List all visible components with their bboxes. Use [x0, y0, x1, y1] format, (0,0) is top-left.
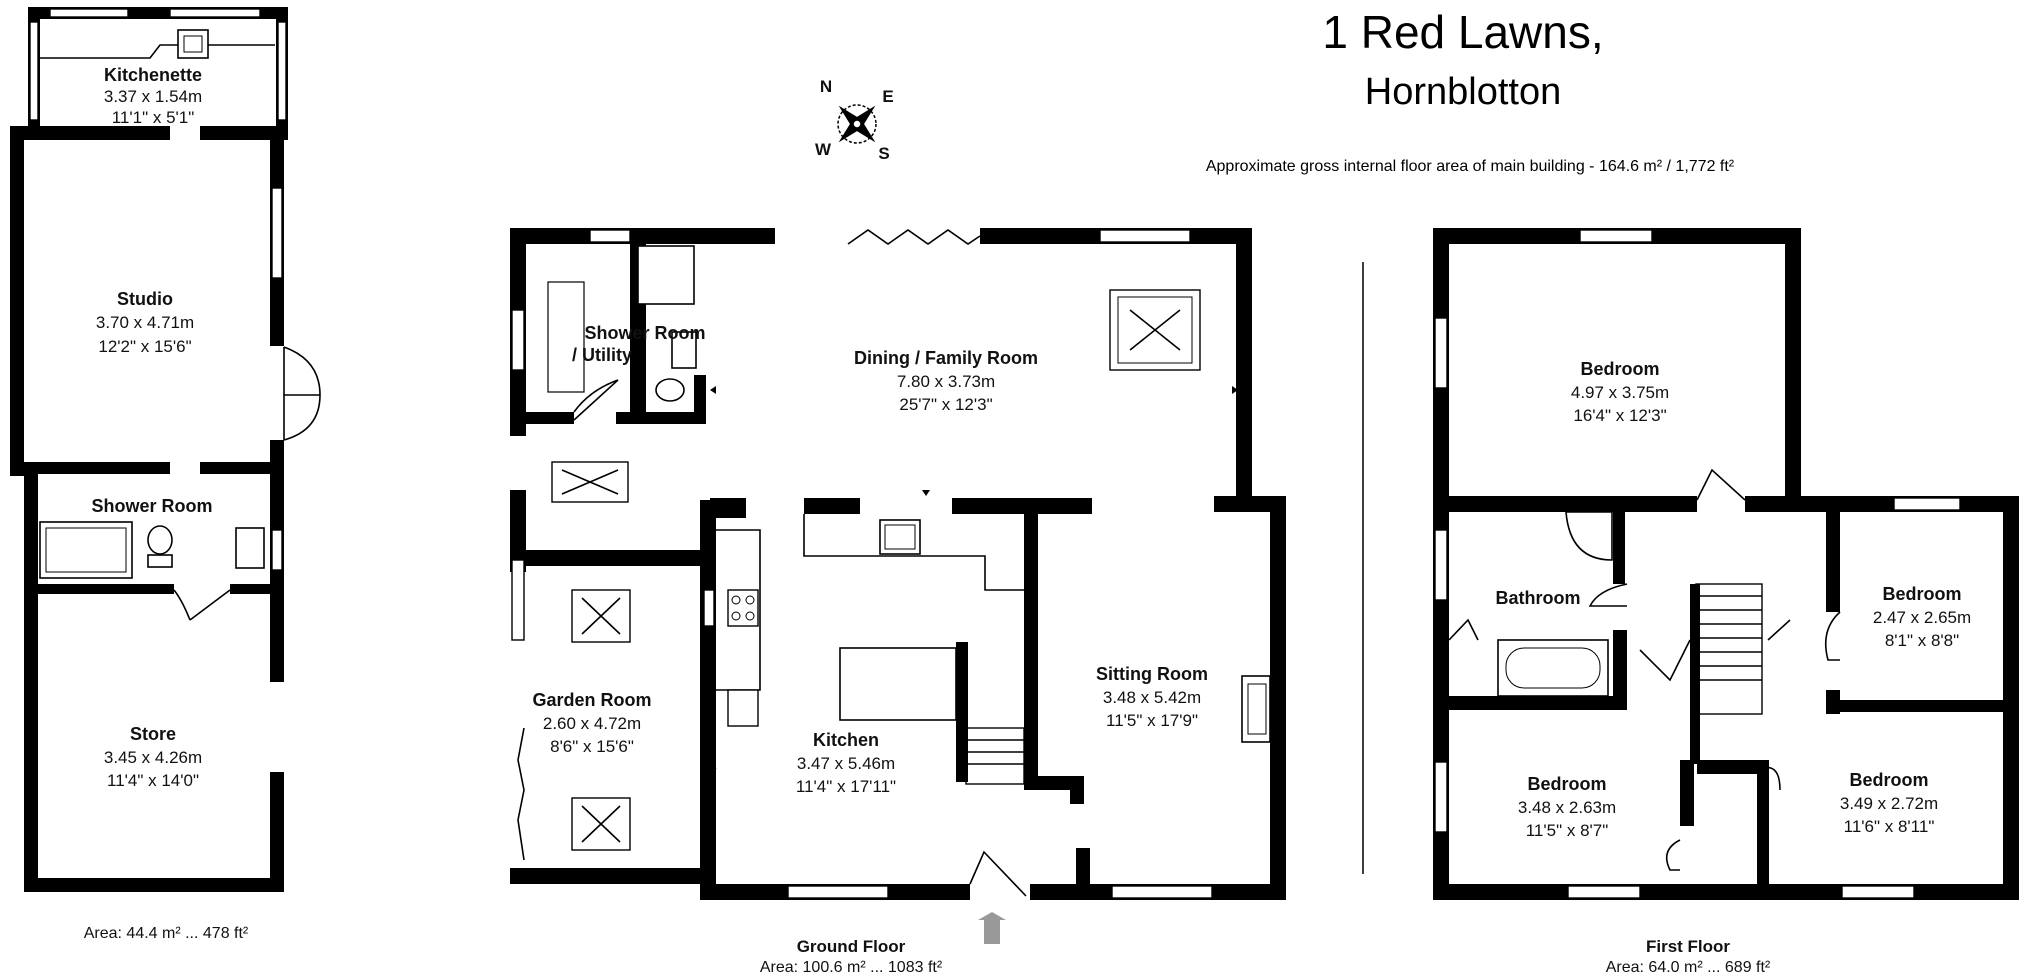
room-bedroom4-imperial: 11'6" x 8'11" — [1844, 817, 1935, 836]
room-bedroom2-metric: 2.47 x 2.65m — [1873, 608, 1971, 627]
room-bedroom1-name: Bedroom — [1580, 359, 1659, 379]
shower-tray-icon — [637, 245, 695, 305]
hob-icon — [727, 589, 759, 627]
room-sitting-imperial: 11'5" x 17'9" — [1106, 711, 1198, 730]
room-gf-shower-name2: / Utility — [572, 345, 632, 365]
room-dining-name: Dining / Family Room — [854, 348, 1038, 368]
title-block: 1 Red Lawns, Hornblotton Approximate gro… — [1206, 6, 1735, 175]
first-floor-label: First Floor — [1646, 937, 1730, 956]
room-bedroom2-name: Bedroom — [1882, 584, 1961, 604]
room-dining-imperial: 25'7" x 12'3" — [899, 395, 992, 414]
kitchen-island — [839, 647, 957, 721]
ground-floor-plan: Shower Room / Utility Dining / Family Ro… — [510, 228, 1286, 976]
compass-icon: N E W S — [815, 77, 894, 163]
room-kitchenette-metric: 3.37 x 1.54m — [104, 87, 202, 106]
room-studio-metric: 3.70 x 4.71m — [96, 313, 194, 332]
ground-floor-label: Ground Floor — [797, 937, 906, 956]
compass-e: E — [882, 87, 893, 106]
room-studio-name: Studio — [117, 289, 173, 309]
room-gf-shower-name: Shower Room — [584, 323, 705, 343]
room-kitchen-metric: 3.47 x 5.46m — [797, 754, 895, 773]
room-store-imperial: 11'4" x 14'0" — [107, 771, 199, 790]
room-sitting-metric: 3.48 x 5.42m — [1103, 688, 1201, 707]
room-bedroom3-metric: 3.48 x 2.63m — [1518, 798, 1616, 817]
room-kitchenette-imperial: 11'1" x 5'1" — [112, 108, 195, 127]
room-bedroom1-metric: 4.97 x 3.75m — [1571, 383, 1669, 402]
room-kitchen-name: Kitchen — [813, 730, 879, 750]
sink-icon — [177, 29, 209, 59]
ff-staircase-icon — [1695, 583, 1763, 715]
room-kitchenette-name: Kitchenette — [104, 65, 202, 85]
ground-floor-area: Area: 100.6 m² ... 1083 ft² — [760, 959, 943, 976]
outbuilding-plan: Kitchenette 3.37 x 1.54m 11'1" x 5'1" St… — [10, 7, 321, 942]
toilet-icon — [147, 525, 173, 555]
room-dining-metric: 7.80 x 3.73m — [897, 372, 995, 391]
gf-toilet-icon — [655, 378, 685, 402]
room-bedroom3-name: Bedroom — [1527, 774, 1606, 794]
room-outbuilding-shower-name: Shower Room — [91, 496, 212, 516]
room-bedroom3-imperial: 11'5" x 8'7" — [1526, 821, 1609, 840]
compass-w: W — [815, 140, 832, 159]
room-sitting-name: Sitting Room — [1096, 664, 1208, 684]
room-bedroom2-imperial: 8'1" x 8'8" — [1885, 631, 1959, 650]
first-floor-area: Area: 64.0 m² ... 689 ft² — [1606, 959, 1771, 976]
rooflight-icon — [1109, 289, 1201, 371]
room-garden-metric: 2.60 x 4.72m — [543, 714, 641, 733]
staircase-icon — [965, 727, 1025, 785]
appliance-icon — [727, 689, 759, 727]
room-bedroom4-metric: 3.49 x 2.72m — [1840, 794, 1938, 813]
property-location: Hornblotton — [1365, 71, 1561, 113]
entrance-arrow-icon — [978, 912, 1006, 944]
rooflight-icon — [551, 461, 629, 503]
first-floor-plan: Bedroom 4.97 x 3.75m 16'4" x 12'3" Bathr… — [1433, 228, 2019, 976]
corner-shower-icon — [1565, 511, 1613, 561]
property-name: 1 Red Lawns, — [1322, 6, 1603, 58]
basin-icon — [235, 527, 265, 569]
bath-icon — [39, 521, 133, 579]
room-garden-imperial: 8'6" x 15'6" — [550, 737, 634, 756]
compass-n: N — [820, 77, 832, 96]
room-bedroom1-imperial: 16'4" x 12'3" — [1573, 406, 1666, 425]
room-kitchen-imperial: 11'4" x 17'11" — [796, 777, 896, 796]
kitchen-sink-icon — [879, 519, 921, 555]
fireplace-icon — [1241, 675, 1271, 743]
room-store-metric: 3.45 x 4.26m — [104, 748, 202, 767]
outbuilding-area: Area: 44.4 m² ... 478 ft² — [84, 925, 249, 942]
gross-area-note: Approximate gross internal floor area of… — [1206, 158, 1735, 175]
room-garden-name: Garden Room — [532, 690, 651, 710]
rooflight-icon — [571, 797, 631, 851]
rooflight-icon — [571, 589, 631, 643]
room-bedroom4-name: Bedroom — [1849, 770, 1928, 790]
room-bathroom-name: Bathroom — [1496, 588, 1581, 608]
room-studio-imperial: 12'2" x 15'6" — [98, 337, 191, 356]
compass-s: S — [878, 144, 889, 163]
gf-basin-icon — [671, 331, 697, 369]
room-store-name: Store — [130, 724, 176, 744]
